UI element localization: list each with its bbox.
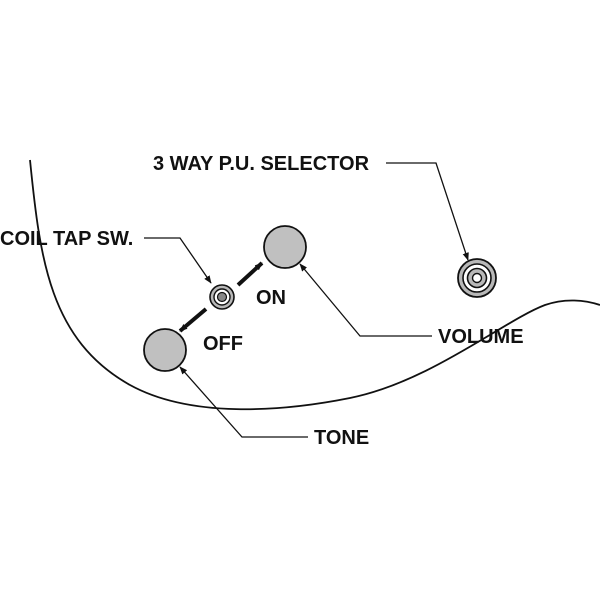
on-direction-arrow [236,261,264,287]
coil-tap-leader [144,237,212,284]
pickup-selector-knob[interactable] [457,258,497,298]
off-direction-arrow [178,307,208,333]
coil-tap-label: COIL TAP SW. [0,228,133,250]
volume-leader [299,263,432,337]
tone-leader [179,366,308,438]
tone-label: TONE [314,427,369,449]
volume-knob[interactable] [263,225,307,269]
tone-knob[interactable] [143,328,187,372]
off-label: OFF [203,333,243,355]
guitar-body-outline [29,159,600,411]
on-label: ON [256,287,286,309]
pickup-selector-label: 3 WAY P.U. SELECTOR [153,153,370,175]
coil-tap-switch[interactable] [209,284,235,310]
volume-label: VOLUME [438,326,524,348]
pickup-selector-leader [386,162,469,261]
